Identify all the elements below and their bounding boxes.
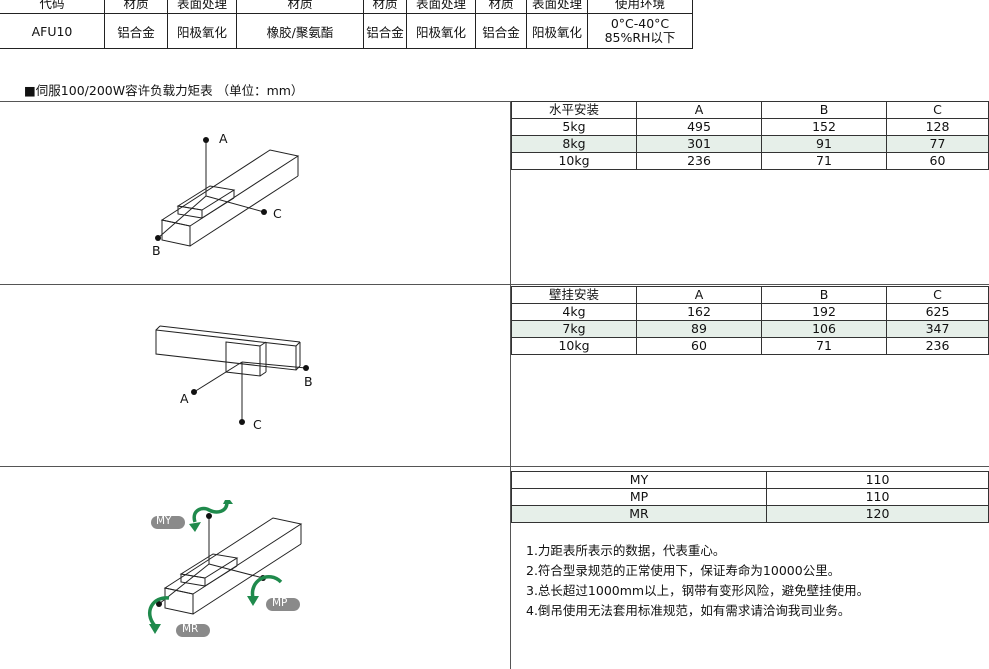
table-cell: 91 [761,135,887,153]
header-code: 代码 [0,0,105,14]
note-item: 1.力距表所表示的数据，代表重心。 [526,543,726,558]
table-cell: 7kg [511,320,637,338]
header-surface-3: 表面处理 [526,0,588,14]
table-cell: MP [511,488,767,506]
mr-badge [176,624,210,637]
table-row: MY 110 [511,471,989,489]
table-cell: MY [511,471,767,489]
cell-material-3: 铝合金 [363,13,407,49]
wall-header-c: C [886,286,989,304]
divider-middle [0,284,989,285]
table-cell: 71 [761,337,887,355]
section-title: ■伺服100/200W容许负载力矩表 （单位：mm） [24,83,304,98]
rotation-arrow-icon [148,501,283,628]
table-row: 7kg 89 106 347 [511,320,989,338]
table-cell: 89 [636,320,762,338]
cell-surface-1: 阳极氧化 [167,13,237,49]
cell-surface-3: 阳极氧化 [526,13,588,49]
table-cell: 60 [886,152,989,170]
wall-label-a: A [180,391,189,406]
table-row: MP 110 [511,488,989,506]
table-cell: 106 [761,320,887,338]
cell-material-1: 铝合金 [104,13,168,49]
table-cell: 8kg [511,135,637,153]
label-b: B [152,243,161,258]
header-material-4: 材质 [475,0,527,14]
spec-table: 代码 材质 表面处理 材质 材质 表面处理 材质 表面处理 使用环境 AFU10… [0,0,693,49]
moment-table: MY 110 MP 110 MR 120 [511,471,989,523]
horizontal-mount-diagram [155,137,300,247]
table-row: 10kg 60 71 236 [511,337,989,355]
table-cell: 128 [886,118,989,136]
cell-material-2: 橡胶/聚氨酯 [236,13,364,49]
table-cell: 625 [886,303,989,321]
horizontal-header-b: B [761,101,887,119]
horizontal-table: 水平安装 A B C 5kg 495 152 128 8kg 301 91 77… [511,101,989,170]
wall-label-c: C [253,417,262,432]
table-cell: 5kg [511,118,637,136]
table-cell: MR [511,505,767,523]
note-item: 3.总长超过1000mm以上，钢带有变形风险，避免壁挂使用。 [526,583,870,598]
my-label: MY [156,515,172,527]
table-cell: 495 [636,118,762,136]
header-material-1: 材质 [104,0,168,14]
note-item: 2.符合型录规范的正常使用下，保证寿命为10000公里。 [526,563,841,578]
horizontal-header-c: C [886,101,989,119]
table-row: 10kg 236 71 60 [511,152,989,170]
table-cell: 77 [886,135,989,153]
header-env: 使用环境 [587,0,693,14]
moment-diagram [148,500,303,634]
mp-badge [266,598,300,611]
mr-label: MR [182,623,199,635]
horizontal-header-label: 水平安装 [511,101,637,119]
env-temp: 0°C-40°C [610,16,670,31]
note-item: 4.倒吊使用无法套用标准规范，如有需求请洽询我司业务。 [526,603,851,618]
header-material-3: 材质 [363,0,407,14]
table-cell: 110 [766,471,989,489]
wall-header-label: 壁挂安装 [511,286,637,304]
table-cell: 10kg [511,152,637,170]
label-a: A [219,131,228,146]
table-cell: 152 [761,118,887,136]
wall-mount-diagram [155,325,309,425]
divider-bottom [0,466,989,467]
horizontal-header-a: A [636,101,762,119]
table-cell: 236 [636,152,762,170]
my-badge [151,516,185,529]
table-cell: 4kg [511,303,637,321]
cell-env: 0°C-40°C 85%RH以下 [587,13,693,49]
table-cell: 347 [886,320,989,338]
header-surface-1: 表面处理 [167,0,237,14]
table-cell: 301 [636,135,762,153]
wall-table: 壁挂安装 A B C 4kg 162 192 625 7kg 89 106 34… [511,286,989,355]
table-cell: 10kg [511,337,637,355]
table-cell: 60 [636,337,762,355]
table-cell: 120 [766,505,989,523]
table-row: 5kg 495 152 128 [511,118,989,136]
cell-material-4: 铝合金 [475,13,527,49]
divider-top [0,101,989,102]
env-humidity: 85%RH以下 [604,30,676,45]
table-cell: 236 [886,337,989,355]
header-surface-2: 表面处理 [406,0,476,14]
wall-header-b: B [761,286,887,304]
wall-label-b: B [304,374,313,389]
table-cell: 192 [761,303,887,321]
cell-surface-2: 阳极氧化 [406,13,476,49]
table-row: 4kg 162 192 625 [511,303,989,321]
wall-header-a: A [636,286,762,304]
mp-label: MP [272,597,288,609]
divider-vertical [510,101,511,669]
cell-code: AFU10 [0,13,105,49]
header-material-2: 材质 [236,0,364,14]
table-row: 8kg 301 91 77 [511,135,989,153]
table-row: MR 120 [511,505,989,523]
table-cell: 71 [761,152,887,170]
notes: 1.力距表所表示的数据，代表重心。 2.符合型录规范的正常使用下，保证寿命为10… [526,541,869,621]
table-cell: 162 [636,303,762,321]
label-c: C [273,206,282,221]
table-cell: 110 [766,488,989,506]
